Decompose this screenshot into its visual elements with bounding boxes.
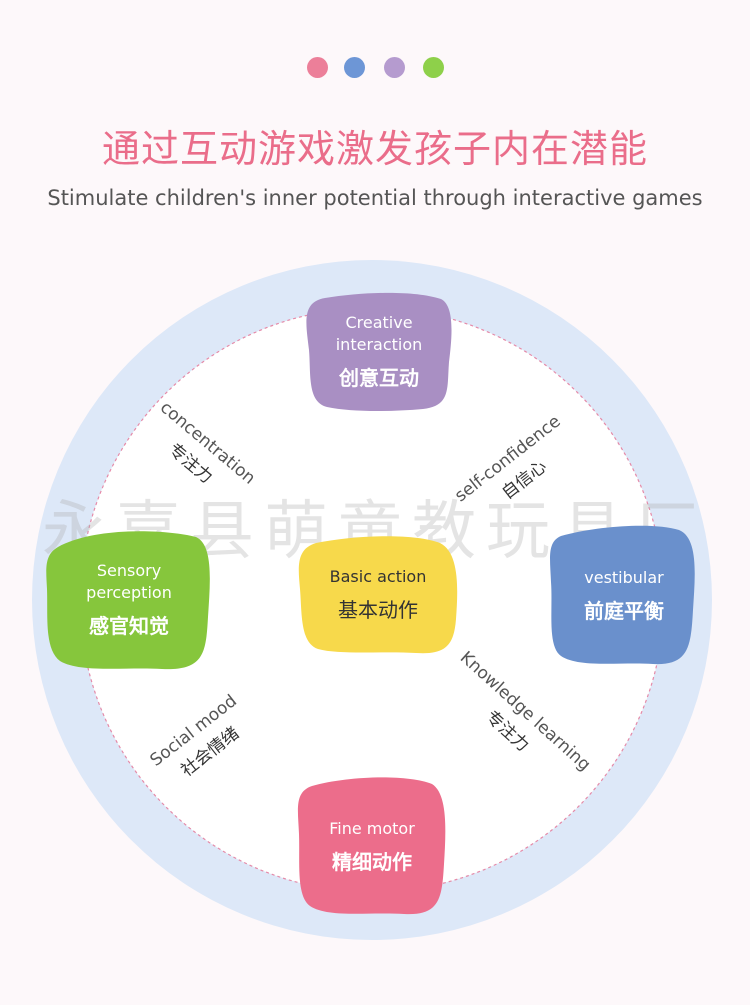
purple-dot	[384, 57, 405, 78]
basic-cn: 基本动作	[338, 597, 418, 622]
green-blob	[46, 531, 210, 670]
creative-en-line1: Creative	[345, 312, 413, 332]
decorative-dots	[307, 57, 447, 79]
creative-cn: 创意互动	[339, 365, 419, 390]
vestibular-node: vestibular 前庭平衡	[549, 522, 699, 668]
creative-interaction-node: Creative interaction 创意互动	[303, 290, 455, 412]
creative-en-line2: interaction	[335, 334, 423, 354]
sensory-perception-node: Sensory perception 感官知觉	[44, 525, 214, 673]
page-subtitle: Stimulate children's inner potential thr…	[47, 186, 703, 210]
pink-dot	[307, 57, 328, 78]
sensory-en-line1: Sensory	[96, 560, 162, 580]
page-title: 通过互动游戏激发孩子内在潜能	[101, 127, 648, 171]
sensory-cn: 感官知觉	[89, 613, 169, 638]
fine-cn: 精细动作	[332, 849, 412, 874]
vestibular-cn: 前庭平衡	[584, 598, 664, 623]
purple-blob	[306, 292, 452, 412]
pink-blob	[297, 777, 446, 915]
basic-en: Basic action	[329, 566, 427, 586]
sensory-en-line2: perception	[86, 582, 172, 602]
basic-action-node: Basic action 基本动作	[296, 533, 460, 655]
fine-en: Fine motor	[329, 818, 415, 838]
yellow-blob	[298, 536, 458, 654]
vestibular-en: vestibular	[584, 567, 664, 587]
blue-dot	[344, 57, 365, 78]
blue-blob	[550, 525, 695, 665]
fine-motor-node: Fine motor 精细动作	[296, 774, 448, 918]
green-dot	[423, 57, 444, 78]
